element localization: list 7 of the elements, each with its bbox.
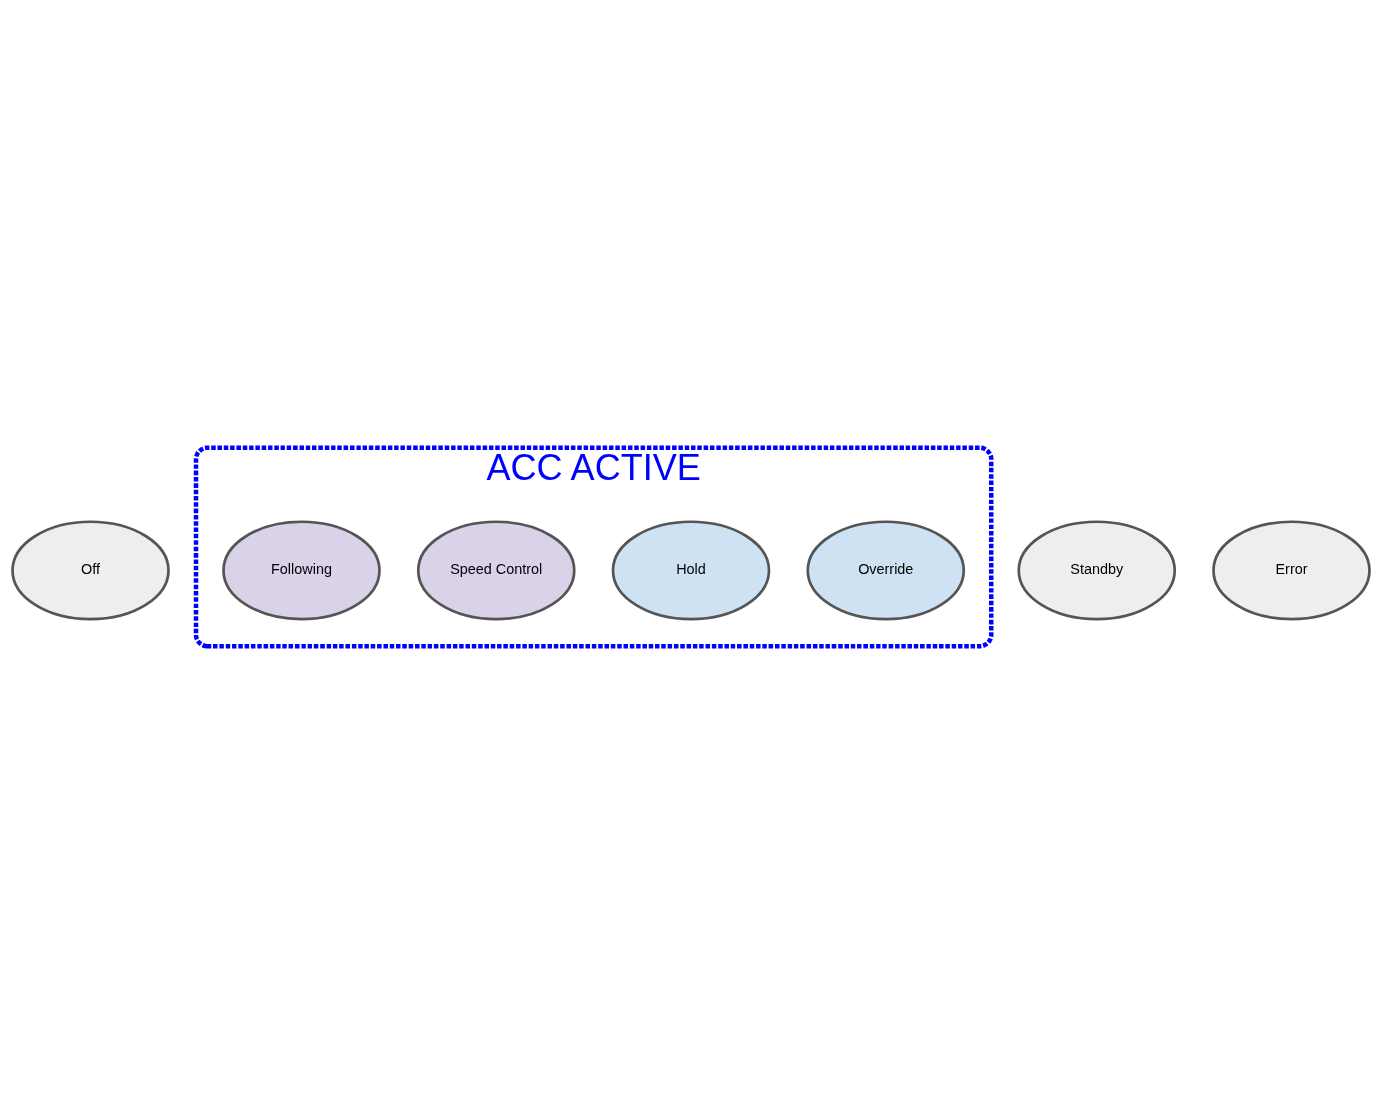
node-ellipse: Speed Control xyxy=(416,519,576,620)
node-ellipse: Override xyxy=(806,519,966,620)
node-ellipse: Standby xyxy=(1017,519,1177,620)
node-ellipse: Off xyxy=(11,519,170,620)
node-ellipse: Hold xyxy=(611,519,771,620)
node-ellipse: Following xyxy=(222,519,381,620)
node-ellipse: Error xyxy=(1212,519,1371,620)
